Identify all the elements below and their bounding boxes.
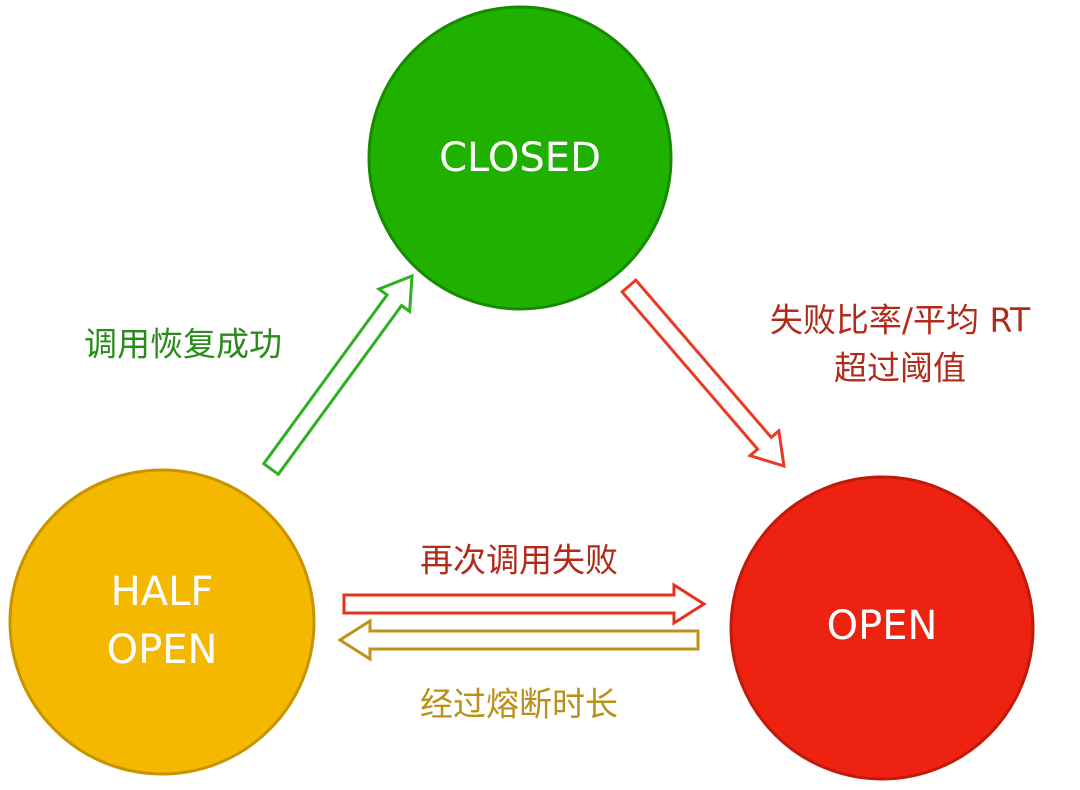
open-state-circle — [729, 475, 1035, 781]
label-half-to-closed: 调用恢复成功 — [84, 325, 282, 364]
closed-state-circle — [367, 5, 673, 311]
arrow-half-to-open — [342, 582, 707, 626]
arrow-open-to-half — [337, 618, 700, 662]
label-open-to-half: 经过熔断时长 — [420, 685, 618, 724]
half-open-label-line1: HALF — [111, 569, 214, 615]
label-half-to-open: 再次调用失败 — [420, 541, 618, 580]
open-state-label: OPEN — [827, 603, 938, 649]
arrow-closed-to-open — [620, 278, 786, 469]
closed-state-label: CLOSED — [439, 135, 601, 181]
label-closed-to-open-line2: 超过阈值 — [834, 349, 966, 388]
label-closed-to-open-line1: 失败比率/平均 RT — [770, 301, 1031, 340]
half-open-state-circle — [8, 468, 316, 776]
half-open-label-line2: OPEN — [107, 627, 218, 673]
arrow-half-to-closed — [261, 273, 414, 477]
